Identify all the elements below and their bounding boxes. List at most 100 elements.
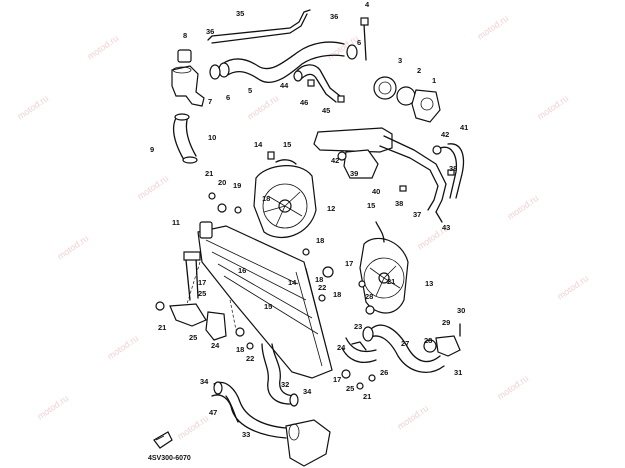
callout-c6b: 6 bbox=[226, 93, 230, 102]
hose-33 bbox=[211, 381, 287, 439]
hose-44 bbox=[295, 64, 341, 103]
callout-c14: 14 bbox=[254, 140, 263, 149]
hose-47 bbox=[225, 395, 239, 423]
callout-c7: 7 bbox=[208, 97, 212, 106]
clamp-34b bbox=[289, 393, 299, 407]
watermark-13: motod.ru bbox=[395, 403, 430, 432]
callout-c29: 29 bbox=[442, 318, 450, 327]
pipe-24b bbox=[351, 341, 367, 351]
callout-c31: 31 bbox=[454, 368, 462, 377]
callout-c5: 5 bbox=[248, 86, 252, 95]
hose-end-5 bbox=[218, 62, 230, 78]
callout-c46: 46 bbox=[300, 98, 308, 107]
radiator-filler-neck bbox=[199, 221, 213, 239]
callout-c42b: 42 bbox=[331, 156, 339, 165]
diagram-code: 4SV300-6070 bbox=[148, 455, 191, 462]
callout-c22a: 22 bbox=[318, 283, 326, 292]
callout-c15a: 15 bbox=[283, 140, 291, 149]
callout-c21b: 21 bbox=[387, 277, 395, 286]
callout-c25c: 25 bbox=[346, 384, 354, 393]
clamp-10a bbox=[174, 113, 190, 121]
hose-9-assembly bbox=[172, 113, 198, 164]
callout-c28b: 28 bbox=[424, 336, 432, 345]
clamp-28b bbox=[423, 339, 437, 353]
lower-hose-assembly bbox=[211, 343, 331, 467]
fan-blade-ring bbox=[262, 183, 308, 229]
callout-c36a: 36 bbox=[330, 12, 338, 21]
callout-c43: 43 bbox=[442, 223, 450, 232]
bracket-25a bbox=[169, 303, 207, 327]
callout-c24: 24 bbox=[211, 341, 220, 350]
thermostat-assembly bbox=[360, 17, 441, 123]
callout-c37: 37 bbox=[413, 210, 421, 219]
callout-c6a: 6 bbox=[357, 38, 361, 47]
clamp-45 bbox=[337, 95, 345, 103]
bolt-head-4 bbox=[360, 17, 369, 26]
radiator-core bbox=[197, 225, 333, 379]
bolt-42b bbox=[337, 151, 347, 161]
callout-c44: 44 bbox=[280, 81, 289, 90]
watermark-16: motod.ru bbox=[175, 413, 210, 442]
callout-c30: 30 bbox=[457, 306, 465, 315]
callout-c16: 16 bbox=[238, 266, 246, 275]
breather-pipe-35 bbox=[207, 9, 311, 44]
fan-assembly-13 bbox=[359, 221, 409, 314]
watermark-8: motod.ru bbox=[475, 13, 510, 42]
thermostat-housing-1 bbox=[411, 89, 441, 123]
callout-c22b: 22 bbox=[246, 354, 254, 363]
clamp-46 bbox=[307, 79, 315, 87]
collar-18a bbox=[234, 206, 242, 214]
callout-c19: 19 bbox=[233, 181, 241, 190]
hose-clamp-6b bbox=[346, 44, 358, 60]
callout-c42a: 42 bbox=[441, 130, 449, 139]
clamp-28a bbox=[365, 305, 375, 315]
radiator-hose-5 bbox=[221, 41, 345, 83]
callout-c11: 11 bbox=[172, 218, 180, 227]
callout-c14b: 14 bbox=[288, 278, 297, 287]
callout-c8: 8 bbox=[183, 31, 187, 40]
hose-41 bbox=[439, 143, 465, 199]
watermark-1: motod.ru bbox=[85, 33, 120, 62]
callout-c21a: 21 bbox=[205, 169, 213, 178]
fan-wire-15b bbox=[375, 221, 385, 243]
clamp-10b bbox=[182, 156, 198, 164]
upper-hose-assembly bbox=[207, 9, 358, 103]
watermark-10: motod.ru bbox=[505, 193, 540, 222]
hose-23 bbox=[341, 337, 377, 363]
callout-c34a: 34 bbox=[200, 377, 209, 386]
filler-neck-7 bbox=[171, 65, 205, 107]
callout-c18b: 18 bbox=[316, 236, 324, 245]
bracket-24 bbox=[205, 311, 227, 341]
hose-27 bbox=[365, 324, 445, 373]
bolt-26 bbox=[368, 374, 376, 382]
clamp-38a bbox=[447, 169, 455, 176]
callout-c18e: 18 bbox=[236, 345, 244, 354]
callout-c38b: 38 bbox=[395, 199, 403, 208]
thermostat-cover-3 bbox=[373, 76, 397, 100]
clamp-38b bbox=[399, 185, 407, 192]
watermark-5: motod.ru bbox=[35, 393, 70, 422]
watermark-4: motod.ru bbox=[105, 333, 140, 362]
fitting-29 bbox=[435, 335, 461, 357]
callout-c15c: 15 bbox=[264, 302, 272, 311]
callout-c34b: 34 bbox=[303, 387, 312, 396]
hose-end-43 bbox=[435, 211, 443, 223]
bolt-21c bbox=[155, 301, 165, 311]
callout-c15b: 15 bbox=[367, 201, 375, 210]
grommet-17 bbox=[322, 266, 334, 278]
callout-c39: 39 bbox=[350, 169, 358, 178]
callout-c26: 26 bbox=[380, 368, 388, 377]
pipe-bracket-39 bbox=[313, 127, 393, 153]
collar-18e bbox=[235, 327, 245, 337]
callout-c23: 23 bbox=[354, 322, 362, 331]
watermark-2: motod.ru bbox=[135, 173, 170, 202]
callout-c33: 33 bbox=[242, 430, 250, 439]
callout-c24b: 24 bbox=[337, 343, 346, 352]
callout-c10: 10 bbox=[208, 133, 216, 142]
front-direction-arrow-icon bbox=[153, 431, 173, 449]
callout-c47: 47 bbox=[209, 408, 217, 417]
callout-c3: 3 bbox=[398, 56, 402, 65]
watermark-9: motod.ru bbox=[535, 93, 570, 122]
hose-end-44 bbox=[293, 70, 303, 82]
bolt-14 bbox=[267, 151, 275, 160]
